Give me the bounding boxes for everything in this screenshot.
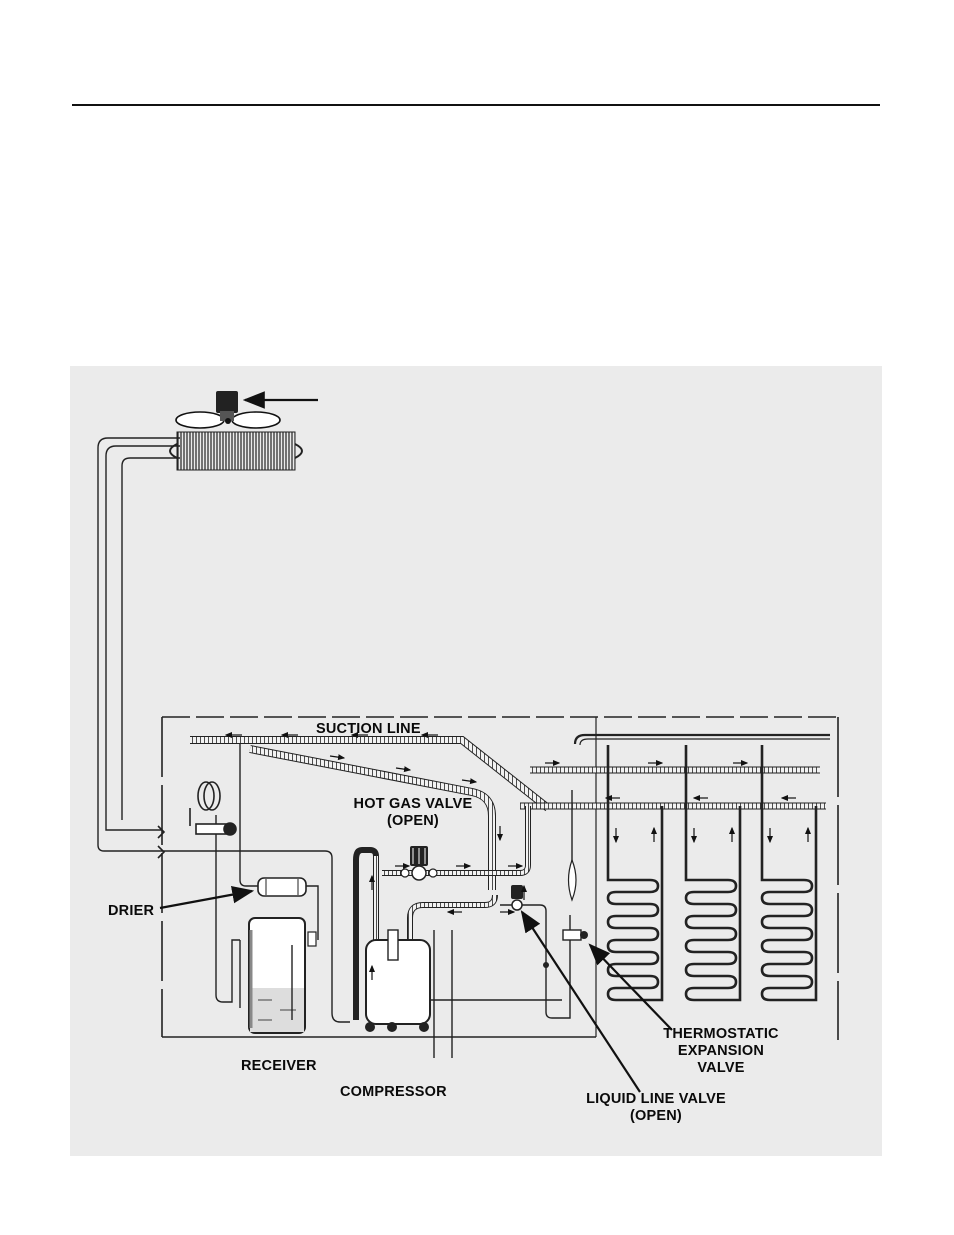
evaporator-headers [520, 733, 830, 810]
suction-line [190, 736, 551, 890]
label-hot-gas-valve-line2: (OPEN) [387, 813, 439, 829]
drier-pointer-arrow [159, 885, 255, 910]
hot-gas-line [382, 806, 531, 876]
label-txv-line1: THERMOSTATIC [663, 1026, 779, 1042]
header-rule [72, 104, 880, 106]
evaporator-coil-2 [684, 745, 742, 1002]
receiver-icon [239, 917, 317, 1034]
label-hot-gas-valve: HOT GAS VALVE (OPEN) [348, 796, 478, 830]
label-drier: DRIER [108, 903, 155, 919]
label-liquid-line-valve: LIQUID LINE VALVE (OPEN) [578, 1091, 734, 1125]
compressor-icon [365, 929, 453, 1058]
drier-icon [257, 877, 307, 897]
label-txv-line2: EXPANSION [677, 1043, 765, 1059]
flow-arrows [224, 732, 811, 980]
label-liquid-line-valve-line2: (OPEN) [630, 1108, 682, 1124]
hot-gas-valve-icon [400, 846, 438, 881]
liquid-line-valve-icon [511, 885, 523, 911]
condenser [169, 431, 303, 471]
label-liquid-line-valve-line1: LIQUID LINE VALVE [586, 1091, 726, 1107]
label-hot-gas-valve-line1: HOT GAS VALVE [353, 796, 473, 812]
evaporator-coil-1 [606, 745, 664, 1002]
thermostatic-expansion-valve-icon [543, 858, 588, 968]
label-compressor: COMPRESSOR [340, 1084, 447, 1100]
liquid-line-valve-pointer-arrow [520, 910, 641, 1093]
condenser-lines [97, 437, 180, 852]
evaporator-coil-3 [760, 745, 818, 1002]
label-thermostatic-expansion-valve: THERMOSTATIC EXPANSION VALVE [656, 1026, 786, 1077]
label-receiver: RECEIVER [241, 1058, 317, 1074]
txv-pointer-arrow [588, 943, 673, 1031]
control-coil-icon [157, 781, 237, 859]
label-txv-line3: VALVE [697, 1060, 745, 1076]
label-suction-line: SUCTION LINE [316, 721, 421, 737]
equipment-panel [161, 716, 839, 1040]
condenser-fan-icon [175, 391, 281, 429]
